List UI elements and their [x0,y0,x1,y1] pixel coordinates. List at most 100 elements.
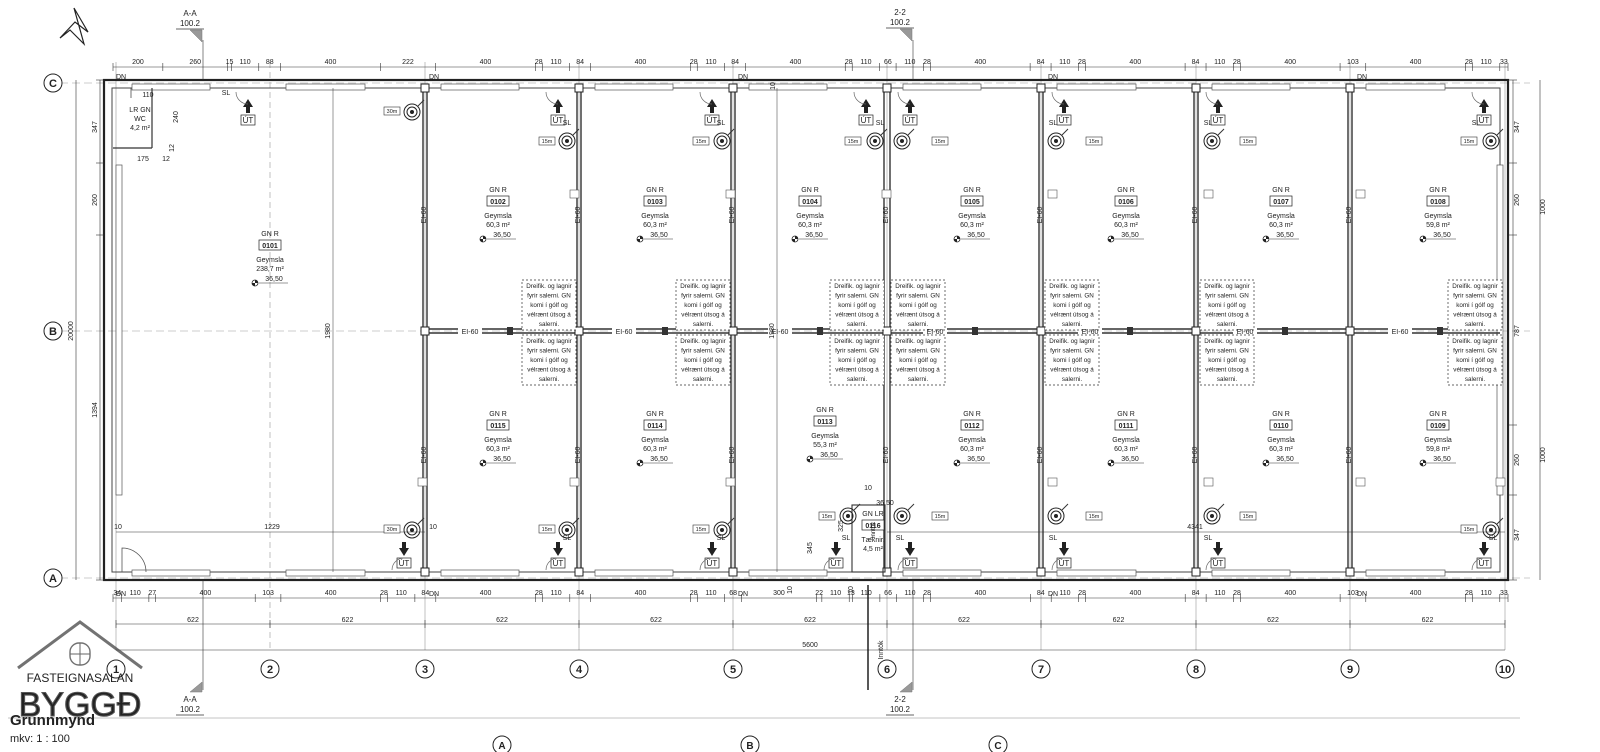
note-text: salerni. [539,321,560,328]
note-text: komi í gólf og [530,302,568,309]
note-text: salerni. [1217,321,1238,328]
exit-arrow-icon [1479,542,1489,556]
note-text: salerni. [1465,376,1486,383]
exit-label: ÚT [707,116,718,125]
note-text: Dreifik. og lagnir [526,338,572,345]
hose-reel-center [565,528,569,532]
room-codes: GN R [489,187,507,194]
outlet-icon [881,189,892,199]
hose-reel-center [410,110,414,114]
room-tag-0114 [636,419,673,467]
room-number: 0103 [647,199,663,206]
note-box [829,334,885,386]
bottom-dimension-label: 300 [773,590,785,597]
exit-arrow-icon [1479,99,1489,113]
intake-label-small: Inntök [871,521,877,538]
hose-length-label: 30m [387,527,398,533]
note-text: Dreifik. og lagnir [1204,283,1250,290]
section-aa-bottom-name: A-A [183,695,197,704]
hose-arrow [1061,128,1069,136]
sl-label: SL [222,90,231,97]
hose-reel-icon [1482,132,1500,150]
note-text: salerni. [847,321,868,328]
note-text: fyrir salerni. GN [1050,293,1094,300]
fire-rating-label: EI-60 [1192,207,1199,224]
room-tag-0110 [1262,419,1299,467]
room-tag-0101 [251,239,288,287]
hose-reel-icon [558,132,576,150]
room-tag-0102 [479,195,516,243]
top-dimension-label: 400 [635,59,647,66]
room-tag-0108 [1419,195,1456,243]
note-text: komi í gólf og [684,302,722,309]
bottom-dimension-label: 400 [975,590,987,597]
note-text: salerni. [693,376,714,383]
hose-reel-inner [1485,135,1497,147]
wall-marker [662,327,668,335]
wall-marker [972,327,978,335]
bay-dimension-label: 622 [187,617,199,624]
room-number: 0115 [490,423,505,430]
bottom-dimension-label: 110 [1480,590,1491,597]
room-codes: GN LR [862,511,883,518]
note-text: salerni. [693,321,714,328]
note-box [521,334,577,386]
note-text: vélrænt útsog á [681,367,725,374]
note-text: fyrir salerni. GN [1205,348,1249,355]
note-text: Dreifik. og lagnir [526,283,572,290]
hose-arrow [1217,503,1225,511]
bottom-dimension-label: 110 [830,590,841,597]
bay-dimension-label: 622 [1422,617,1434,624]
wc-dimension-label: 240 [173,111,180,123]
bottom-dimension-label: 28 [1078,590,1086,597]
window-bottom [440,569,520,577]
elevation-marker-fill [1108,236,1114,242]
note-text: fyrir salerni. GN [527,348,571,355]
fire-rating-label: EI-60 [421,447,428,464]
note-text: komi í gólf og [838,357,876,364]
dn-label: DN [738,591,748,598]
grid-bubble-row [43,568,63,588]
room-area: 60,3 m² [960,446,984,453]
room-codes: GN R [1272,411,1290,418]
room-name: Geymsla [1112,213,1140,220]
column [1036,567,1046,577]
exit-label: ÚT [831,559,842,568]
note-text: fyrir salerni. GN [896,293,940,300]
top-dimension-label: 110 [1059,59,1070,66]
note-box [890,279,946,331]
note-text: salerni. [1062,321,1083,328]
hose-reel-top [1203,128,1257,150]
sl-label: SL [1049,120,1058,127]
room-area: 59,8 m² [1426,222,1450,229]
fire-rating-label: EI-60 [729,207,736,224]
fire-rating-label: EI-60 [1082,329,1099,336]
grid-bubble-lower [492,735,512,752]
fire-rating-label: EI-60 [421,207,428,224]
hose-arrow [853,503,861,511]
note-text: fyrir salerni. GN [835,348,879,355]
room-tag-0106 [1107,195,1144,243]
note-text: fyrir salerni. GN [1050,348,1094,355]
room-name: Geymsla [1112,437,1140,444]
note-text: komi í gólf og [530,357,568,364]
door-swing-bottom [1051,557,1065,571]
bottom-dimension-label: 84 [421,590,429,597]
sl-label: SL [1204,535,1213,542]
note-text: salerni. [908,376,929,383]
room-name: Geymsla [641,213,669,220]
room-number: 0112 [964,423,979,430]
note-box [890,334,946,386]
room-number-box [1269,195,1293,207]
bay-dimension-label: 622 [1267,617,1279,624]
hose-arrow [1496,517,1504,525]
room-codes: GN R [646,187,664,194]
plan-labels: EI-60EI-60EI-60EI-60EI-60EI-60EI-60EI-60… [18,8,1547,752]
note-box [675,334,731,386]
note-text: komi í gólf og [1208,302,1246,309]
room-tag-0105 [953,195,990,243]
door-swing-bottom [897,557,911,571]
exit-top [1210,99,1226,126]
window-bottom [1365,569,1446,577]
